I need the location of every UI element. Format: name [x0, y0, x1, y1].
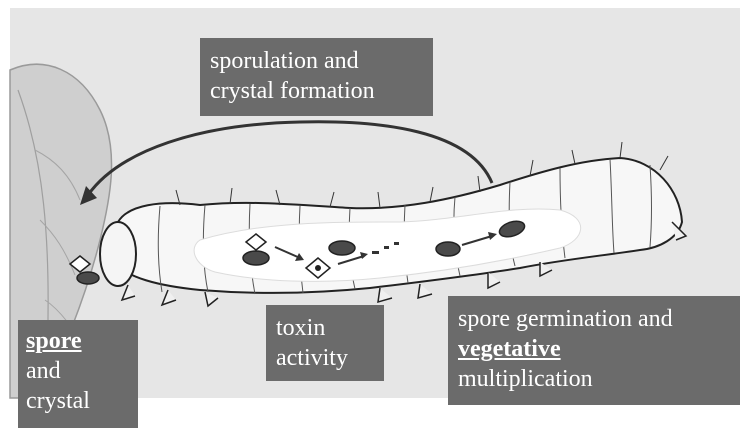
toxin-line-1: toxin	[276, 313, 374, 343]
spore-line-2: and	[26, 356, 130, 386]
label-germination: spore germination and vegetative multipl…	[448, 296, 740, 405]
label-toxin-activity: toxin activity	[266, 305, 384, 381]
germination-line-3: multiplication	[458, 364, 730, 394]
gut-spore	[329, 241, 355, 255]
label-spore-crystal: spore and crystal	[18, 320, 138, 428]
toxin-line-2: activity	[276, 343, 374, 373]
sporulation-line-2: crystal formation	[210, 76, 423, 106]
germination-line-1: spore germination and	[458, 304, 730, 334]
spore-line-1: spore	[26, 326, 130, 356]
label-sporulation: sporulation and crystal formation	[200, 38, 433, 116]
spore-line-3: crystal	[26, 386, 130, 416]
sporulation-line-1: sporulation and	[210, 46, 423, 76]
germination-line-2: vegetative	[458, 334, 730, 364]
